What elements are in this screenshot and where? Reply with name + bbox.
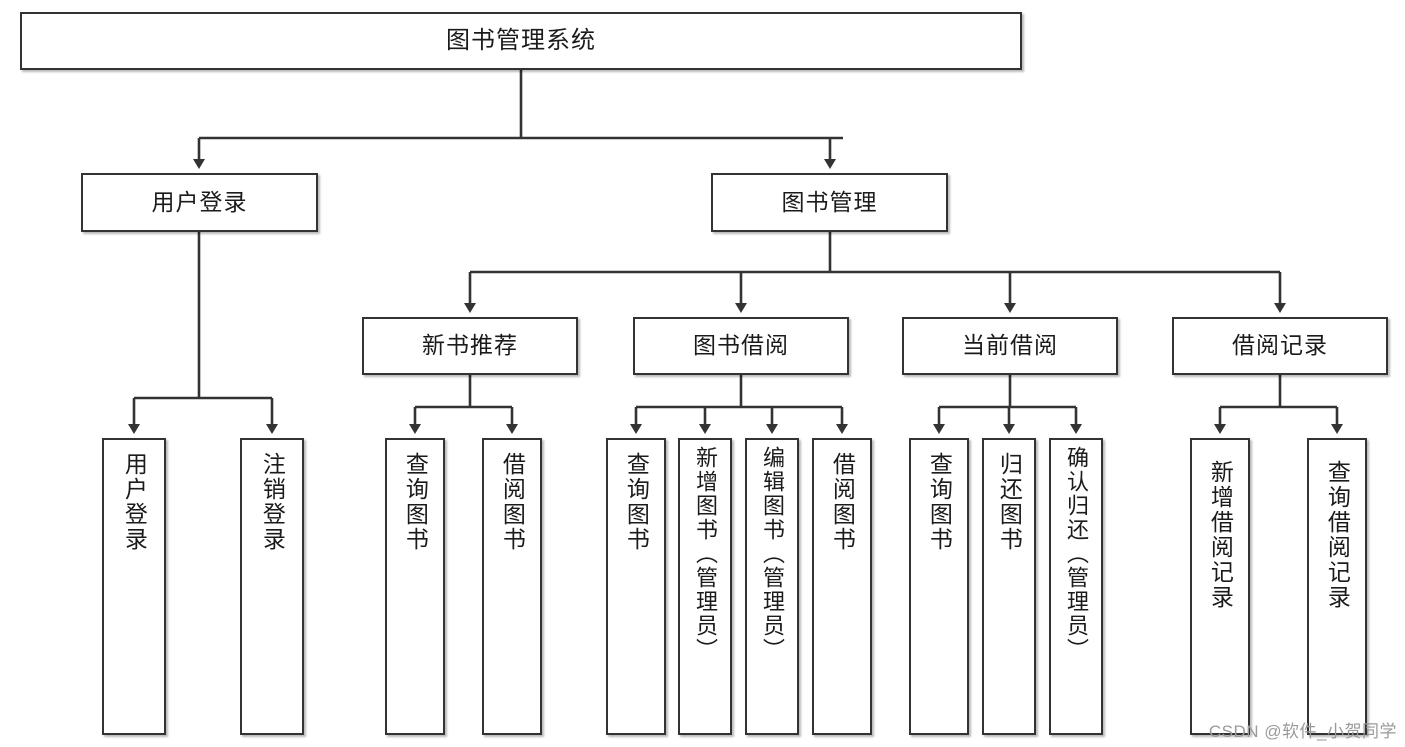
node-book-manage[interactable]: 图书管理 (711, 173, 948, 232)
node-leaf-add-borrow-record-label: 新增借阅记录 (1207, 460, 1234, 610)
node-root-label: 图书管理系统 (446, 26, 596, 54)
node-leaf-borrow-book-2[interactable]: 借阅图书 (812, 438, 872, 735)
node-leaf-query-book-2-label: 查询图书 (623, 452, 650, 552)
node-leaf-add-book-admin[interactable]: 新增图书（管理员） (678, 438, 732, 735)
node-leaf-edit-book-admin[interactable]: 编辑图书（管理员） (745, 438, 799, 735)
node-book-borrow[interactable]: 图书借阅 (633, 317, 849, 375)
node-leaf-user-login[interactable]: 用户登录 (102, 438, 166, 735)
node-user-login[interactable]: 用户登录 (81, 173, 318, 232)
node-book-manage-label: 图书管理 (781, 188, 878, 215)
node-leaf-query-book-2[interactable]: 查询图书 (606, 438, 666, 735)
node-user-login-label: 用户登录 (151, 188, 248, 215)
node-book-borrow-label: 图书借阅 (693, 332, 789, 359)
node-leaf-borrow-book-1-label: 借阅图书 (499, 452, 526, 552)
node-leaf-borrow-book-2-label: 借阅图书 (829, 452, 856, 552)
csdn-watermark: CSDN @软件_小贺同学 (1208, 722, 1397, 741)
node-leaf-edit-book-admin-label: 编辑图书（管理员） (759, 446, 785, 662)
node-leaf-confirm-return-admin-label: 确认归还（管理员） (1063, 446, 1089, 662)
node-leaf-user-login-label: 用户登录 (121, 452, 148, 552)
node-borrow-record-label: 借阅记录 (1232, 332, 1328, 359)
node-leaf-add-borrow-record[interactable]: 新增借阅记录 (1190, 438, 1250, 735)
node-leaf-query-book-1[interactable]: 查询图书 (385, 438, 445, 735)
node-leaf-query-book-1-label: 查询图书 (402, 452, 429, 552)
node-borrow-record[interactable]: 借阅记录 (1172, 317, 1388, 375)
node-current-borrow-label: 当前借阅 (962, 332, 1058, 359)
node-leaf-confirm-return-admin[interactable]: 确认归还（管理员） (1049, 438, 1103, 735)
node-new-book-recommend-label: 新书推荐 (422, 332, 518, 359)
node-root-system[interactable]: 图书管理系统 (20, 12, 1022, 70)
node-leaf-return-book[interactable]: 归还图书 (982, 438, 1036, 735)
node-new-book-recommend[interactable]: 新书推荐 (362, 317, 578, 375)
node-leaf-logout-login[interactable]: 注销登录 (240, 438, 304, 735)
node-leaf-query-book-3[interactable]: 查询图书 (909, 438, 969, 735)
node-leaf-return-book-label: 归还图书 (996, 452, 1023, 552)
node-leaf-query-borrow-record-label: 查询借阅记录 (1324, 460, 1351, 610)
node-leaf-logout-login-label: 注销登录 (259, 452, 286, 552)
node-leaf-query-borrow-record[interactable]: 查询借阅记录 (1307, 438, 1367, 735)
node-leaf-borrow-book-1[interactable]: 借阅图书 (482, 438, 542, 735)
node-leaf-add-book-admin-label: 新增图书（管理员） (692, 446, 718, 662)
node-current-borrow[interactable]: 当前借阅 (902, 317, 1118, 375)
node-leaf-query-book-3-label: 查询图书 (926, 452, 953, 552)
